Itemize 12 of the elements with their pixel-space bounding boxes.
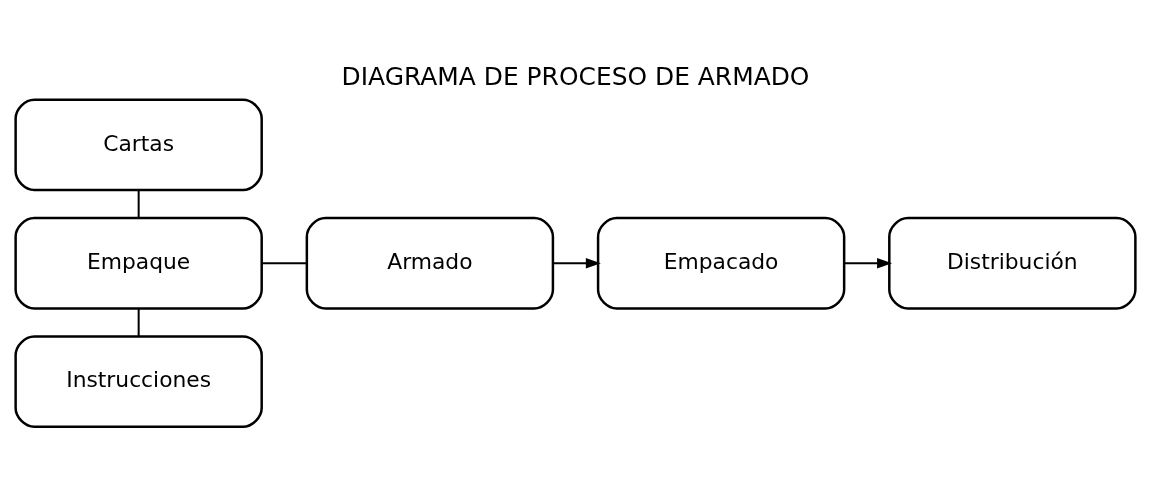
diagram-title: DIAGRAMA DE PROCESO DE ARMADO [341, 62, 810, 92]
node-box: Empacado [596, 216, 846, 310]
connector [262, 262, 307, 265]
node-box: Armado [305, 216, 555, 310]
node-box: Instrucciones [14, 335, 263, 428]
connector [137, 190, 140, 218]
node-box: Distribución [888, 216, 1137, 310]
arrow [844, 258, 893, 269]
connector [137, 308, 140, 337]
arrow [553, 258, 601, 269]
node-box: Cartas [14, 98, 263, 192]
node-box: Empaque [14, 216, 263, 310]
